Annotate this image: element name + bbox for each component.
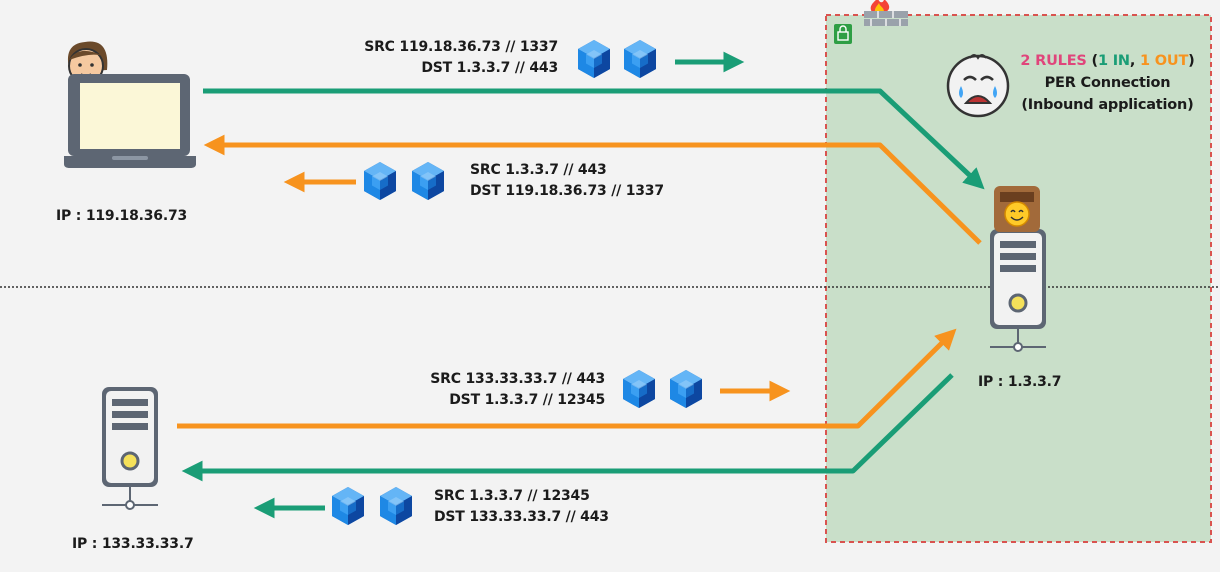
firewall-icon xyxy=(864,0,908,26)
server-to-client-flow xyxy=(203,134,982,245)
client-request-dst: DST 1.3.3.7 // 443 xyxy=(421,60,558,76)
rules-line-3: (Inbound application) xyxy=(1021,97,1194,113)
packet-cube-icon xyxy=(364,162,396,200)
remote-server-icon xyxy=(100,385,160,511)
rules-open-paren: ( xyxy=(1086,53,1099,69)
remote-request-dst: DST 1.3.3.7 // 12345 xyxy=(449,392,605,408)
client-request-src: SRC 119.18.36.73 // 1337 xyxy=(364,39,558,55)
rules-in: 1 IN xyxy=(1097,53,1130,69)
rules-out: 1 OUT xyxy=(1140,53,1189,69)
remote-request-src: SRC 133.33.33.7 // 443 xyxy=(430,371,605,387)
packet-cube-icon xyxy=(578,40,610,78)
packet-cube-icon xyxy=(412,162,444,200)
rules-close-paren: ) xyxy=(1188,53,1195,69)
client-to-server-flow xyxy=(203,88,985,190)
packet-cube-icon xyxy=(332,487,364,525)
crying-face-icon xyxy=(946,54,1010,118)
remote-to-server-flow xyxy=(177,328,957,429)
packet-cube-icon xyxy=(380,487,412,525)
client-response-src: SRC 1.3.3.7 // 443 xyxy=(470,162,607,178)
server-tower-icon xyxy=(988,186,1048,353)
rules-line-1: 2 RULES (1 IN, 1 OUT) xyxy=(1010,50,1205,72)
rules-line-2: PER Connection xyxy=(1044,75,1171,91)
packet-cube-icon xyxy=(623,370,655,408)
remote-ip-label: IP : 133.33.33.7 xyxy=(72,536,194,552)
packet-cube-icon xyxy=(670,370,702,408)
server-ip-label: IP : 1.3.3.7 xyxy=(978,374,1062,390)
client-ip-label: IP : 119.18.36.73 xyxy=(56,208,188,224)
packet-cube-icon xyxy=(624,40,656,78)
remote-response-src: SRC 1.3.3.7 // 12345 xyxy=(434,488,590,504)
laptop-user-icon xyxy=(64,41,196,168)
rules-count: 2 RULES xyxy=(1020,53,1087,69)
lock-icon xyxy=(834,24,852,44)
client-response-dst: DST 119.18.36.73 // 1337 xyxy=(470,183,664,199)
remote-response-dst: DST 133.33.33.7 // 443 xyxy=(434,509,609,525)
rules-callout: 2 RULES (1 IN, 1 OUT) PER Connection (In… xyxy=(1010,50,1205,116)
server-to-remote-flow xyxy=(181,373,954,482)
rules-sep: , xyxy=(1129,53,1140,69)
